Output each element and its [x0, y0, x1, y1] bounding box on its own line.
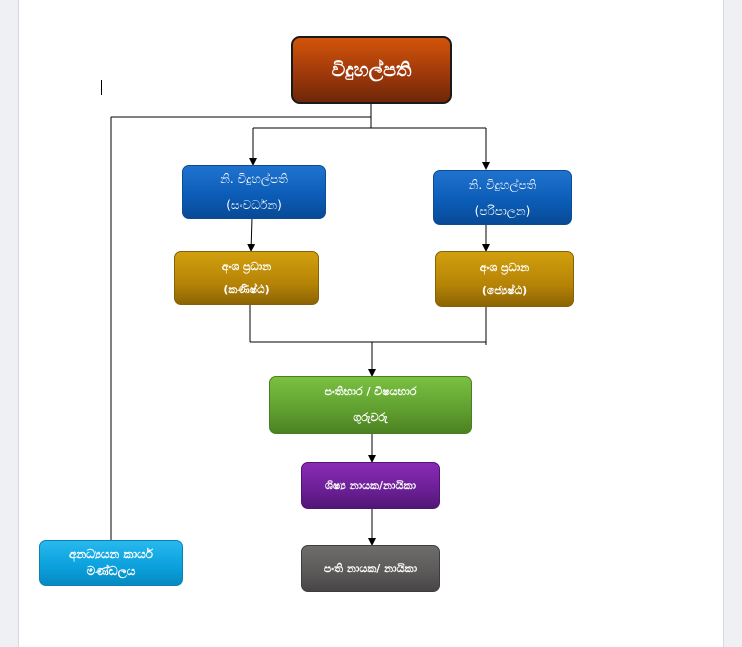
- deputy-left-line1: නි. විදුහල්පති: [220, 172, 288, 186]
- section-right-line2: (ජ්‍යෙෂ්ඨ): [481, 284, 528, 297]
- section-left-line2: (කණිෂ්ඨ): [223, 283, 270, 296]
- teachers-box: පංතිභාර / විෂයභාර ගුරුවරු: [269, 376, 472, 434]
- section-right-line1: අංශ ප්‍රධාන: [479, 261, 530, 274]
- board-line1: අනධ්‍යයන කාර්ය: [68, 547, 154, 561]
- deputy-left-line2: (සංවර්ධන): [226, 198, 282, 212]
- deputy-right-line2: (පරිපාලන): [474, 203, 531, 218]
- section-head-senior-box: අංශ ප්‍රධාන (ජ්‍යෙෂ්ඨ): [435, 251, 574, 307]
- monitors-label: පංති නායක/ නායිකා: [323, 561, 418, 575]
- principal-box: විදුහල්පති: [291, 36, 452, 104]
- student-prefects-box: ශිෂ්‍ය නායක/නායිකා: [301, 462, 440, 509]
- connector-to-section-left: [247, 217, 256, 252]
- principal-label: විදුහල්පති: [331, 59, 412, 81]
- board-line2: මණ්ඩලය: [86, 564, 136, 578]
- teachers-line2: ගුරුවරු: [353, 411, 388, 424]
- teachers-line1: පංතිභාර / විෂයභාර: [324, 385, 417, 398]
- section-left-line1: අංශ ප්‍රධාන: [221, 260, 272, 273]
- deputy-right-line1: නි. විදුහල්පති: [468, 177, 537, 192]
- non-academic-staff-box: අනධ්‍යයන කාර්ය මණ්ඩලය: [39, 540, 183, 586]
- section-head-junior-box: අංශ ප්‍රධාන (කණිෂ්ඨ): [174, 251, 319, 305]
- text-cursor: [101, 80, 102, 95]
- deputy-principal-administration-box: නි. විදුහල්පති (පරිපාලන): [433, 170, 572, 225]
- prefects-label: ශිෂ්‍ය නායක/නායිකා: [324, 478, 417, 492]
- deputy-principal-development-box: නි. විදුහල්පති (සංවර්ධන): [182, 165, 326, 219]
- class-monitors-box: පංති නායක/ නායිකා: [301, 545, 440, 592]
